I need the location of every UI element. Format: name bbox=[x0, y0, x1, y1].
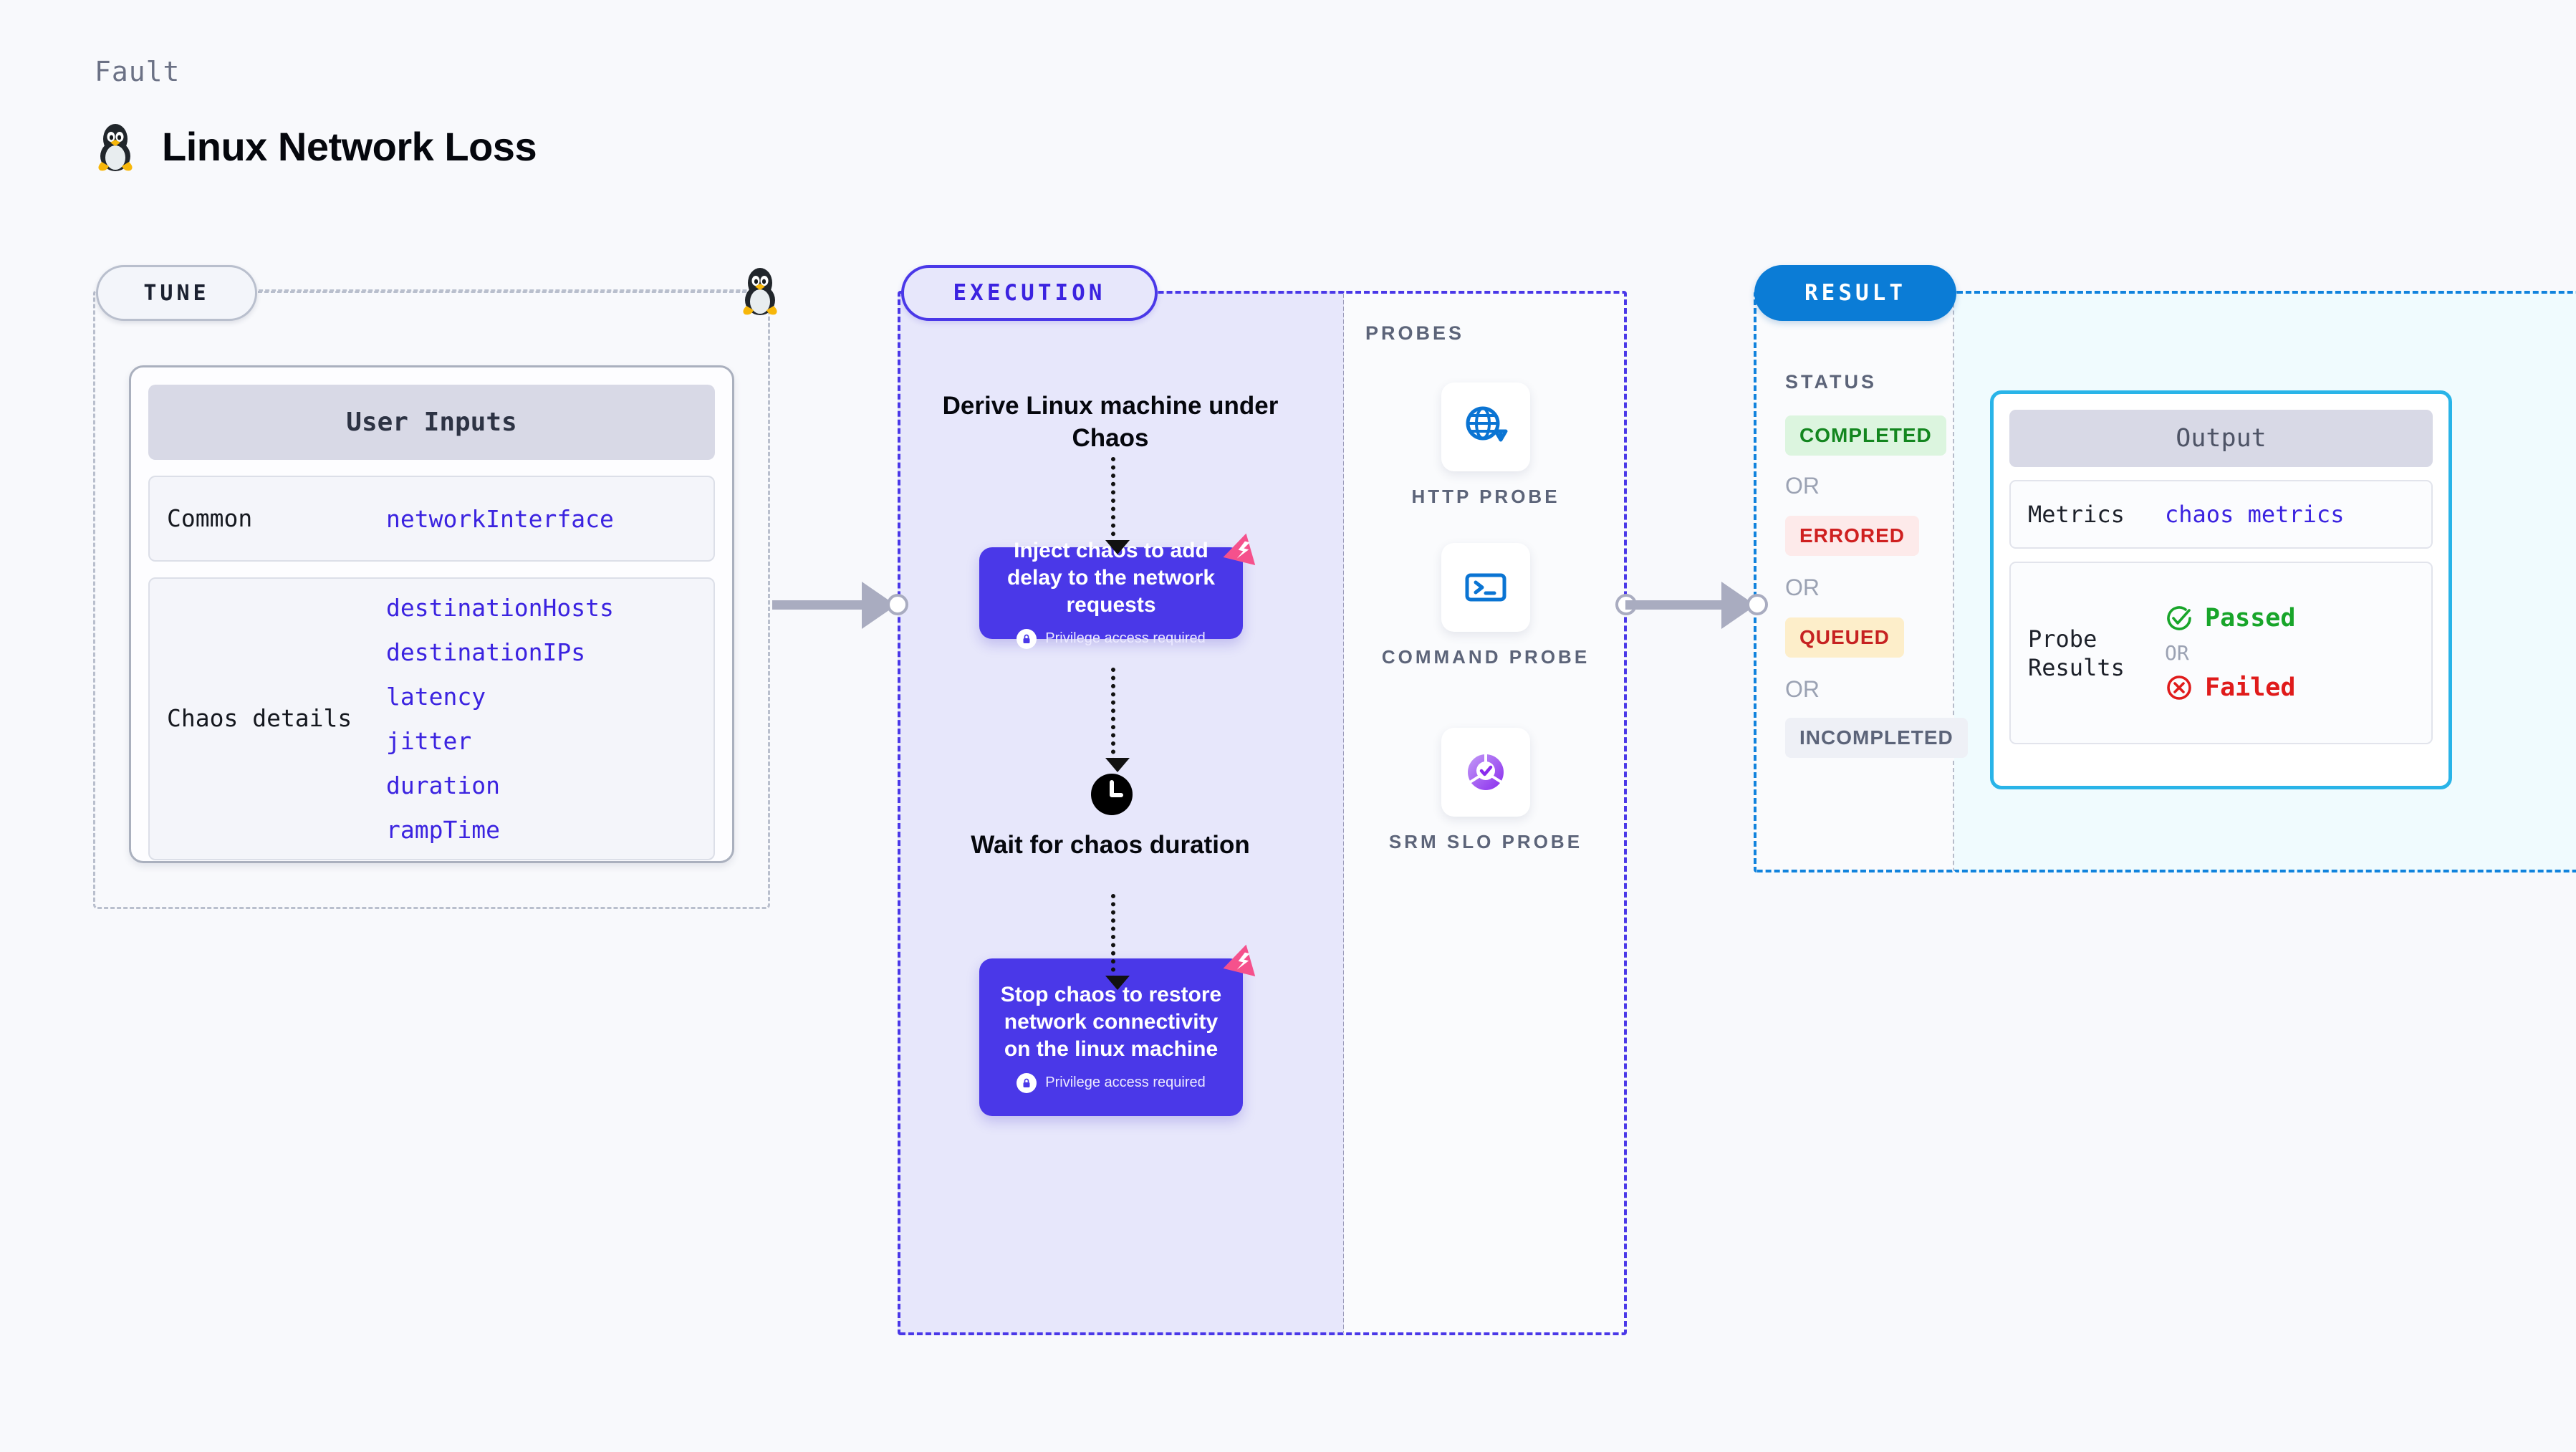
probe-label: SRM SLO PROBE bbox=[1388, 831, 1583, 852]
probe-result-or-text: OR bbox=[2165, 641, 2189, 665]
probe-label: COMMAND PROBE bbox=[1381, 646, 1590, 668]
privilege-notice: Privilege access required bbox=[1017, 1072, 1206, 1093]
execution-step-title: Derive Linux machine under Chaos bbox=[942, 392, 1279, 452]
input-row-key: Common bbox=[167, 504, 253, 532]
probe-item-http[interactable]: HTTP PROBE bbox=[1378, 383, 1593, 509]
input-value[interactable]: destinationHosts bbox=[386, 594, 614, 622]
input-row-key: Chaos details bbox=[167, 704, 352, 733]
input-row-chaos-details: Chaos details destinationHosts destinati… bbox=[148, 577, 715, 860]
user-inputs-card: User Inputs Common networkInterface Chao… bbox=[129, 365, 734, 863]
terminal-icon bbox=[1441, 543, 1530, 632]
status-label: STATUS bbox=[1785, 371, 1877, 393]
chaos-fault-icon bbox=[1221, 529, 1263, 570]
input-value[interactable]: networkInterface bbox=[386, 504, 614, 533]
status-or-text: OR bbox=[1785, 473, 1820, 499]
status-badge-queued: QUEUED bbox=[1785, 617, 1904, 658]
input-value[interactable]: destinationIPs bbox=[386, 638, 586, 666]
probe-result-values: Passed OR Failed bbox=[2165, 604, 2295, 702]
execution-panel bbox=[898, 291, 1345, 1335]
flow-arrow bbox=[1105, 457, 1130, 554]
probe-item-srm-slo[interactable]: SRM SLO PROBE bbox=[1378, 728, 1593, 855]
linux-penguin-icon bbox=[98, 124, 133, 171]
output-row-metrics: Metrics chaos metrics bbox=[2009, 480, 2433, 549]
input-value[interactable]: latency bbox=[386, 683, 486, 711]
output-title: Output bbox=[2009, 410, 2433, 467]
output-row-key: Metrics bbox=[2028, 501, 2125, 528]
probe-result-passed: Passed bbox=[2165, 604, 2295, 633]
probe-result-label: Failed bbox=[2205, 673, 2296, 702]
tune-badge[interactable]: TUNE bbox=[96, 265, 257, 321]
execution-step-title: Wait for chaos duration bbox=[971, 831, 1250, 859]
page-title: Linux Network Loss bbox=[93, 120, 537, 172]
slo-gauge-check-icon bbox=[1441, 728, 1530, 817]
status-or-text: OR bbox=[1785, 574, 1820, 600]
status-or-text: OR bbox=[1785, 676, 1820, 702]
connector-arrow-execution-to-result bbox=[1615, 582, 1768, 629]
clock-icon bbox=[1090, 772, 1134, 820]
connector-arrow-tune-to-execution bbox=[772, 582, 908, 629]
execution-node-stop-chaos[interactable]: Stop chaos to restore network connectivi… bbox=[979, 944, 1256, 1116]
probe-result-label: Passed bbox=[2205, 604, 2296, 633]
output-metrics-value[interactable]: chaos metrics bbox=[2165, 501, 2345, 528]
execution-node-inject-chaos[interactable]: Inject chaos to add delay to the network… bbox=[979, 533, 1256, 649]
chaos-fault-icon bbox=[1221, 940, 1263, 981]
user-inputs-title: User Inputs bbox=[148, 385, 715, 460]
flow-arrow bbox=[1105, 894, 1130, 990]
input-row-values: networkInterface bbox=[386, 505, 614, 533]
output-card: Output Metrics chaos metrics Probe Resul… bbox=[1990, 390, 2452, 789]
execution-badge[interactable]: EXECUTION bbox=[901, 265, 1158, 321]
node-text: Stop chaos to restore network connectivi… bbox=[1000, 983, 1222, 1061]
result-badge[interactable]: RESULT bbox=[1754, 265, 1956, 321]
status-badge-errored: ERRORED bbox=[1785, 516, 1920, 556]
input-row-values: destinationHosts destinationIPs latency … bbox=[386, 594, 614, 844]
input-value[interactable]: jitter bbox=[386, 727, 472, 755]
flow-arrow bbox=[1105, 668, 1130, 772]
page-title-text: Linux Network Loss bbox=[162, 123, 537, 169]
status-badge-incompleted: INCOMPLETED bbox=[1785, 718, 1968, 758]
privilege-notice: Privilege access required bbox=[1017, 628, 1206, 649]
privilege-text: Privilege access required bbox=[1045, 1074, 1206, 1091]
probe-result-failed: Failed bbox=[2165, 673, 2295, 702]
tune-connector-line bbox=[258, 291, 759, 293]
output-row-key: Probe Results bbox=[2028, 625, 2125, 681]
result-status-panel bbox=[1754, 291, 1954, 872]
lock-icon bbox=[1017, 628, 1037, 649]
check-circle-icon bbox=[2167, 606, 2191, 630]
input-value[interactable]: rampTime bbox=[386, 816, 500, 844]
globe-warning-icon bbox=[1441, 383, 1530, 471]
tune-panel bbox=[93, 289, 770, 909]
input-value[interactable]: duration bbox=[386, 771, 500, 799]
x-circle-icon bbox=[2167, 675, 2191, 700]
status-badge-completed: COMPLETED bbox=[1785, 415, 1946, 456]
privilege-text: Privilege access required bbox=[1045, 630, 1206, 647]
linux-penguin-icon bbox=[738, 264, 782, 320]
eyebrow-label: Fault bbox=[95, 56, 181, 87]
node-text: Inject chaos to add delay to the network… bbox=[1006, 539, 1216, 617]
probe-item-command[interactable]: COMMAND PROBE bbox=[1378, 543, 1593, 670]
input-row-common: Common networkInterface bbox=[148, 476, 715, 562]
output-row-probe-results: Probe Results Passed OR Failed bbox=[2009, 562, 2433, 744]
probe-label: HTTP PROBE bbox=[1411, 486, 1560, 507]
lock-icon bbox=[1017, 1072, 1037, 1093]
probes-label: PROBES bbox=[1365, 322, 1465, 344]
